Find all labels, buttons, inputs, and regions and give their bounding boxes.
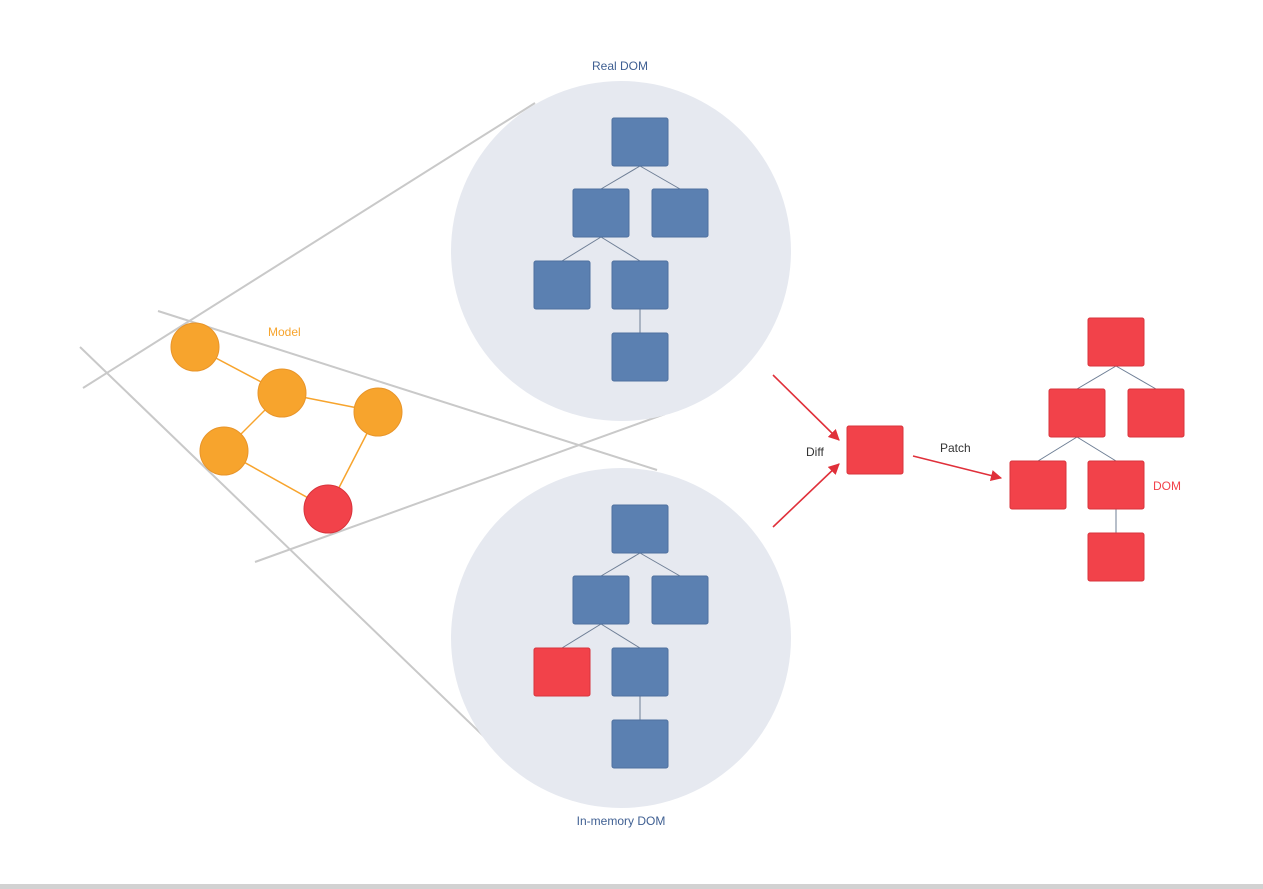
real-dom-edge [639, 165, 681, 190]
model-node [170, 322, 220, 372]
projection-lines [79, 102, 666, 779]
real-dom-edge [561, 236, 602, 262]
in-memory-dom-tree [533, 504, 709, 769]
real-dom-edge [600, 236, 641, 262]
in-memory-dom-circle [451, 468, 791, 808]
model-label: Model [268, 325, 301, 339]
in-memory-dom-label: In-memory DOM [577, 814, 666, 828]
dom-label: DOM [1153, 479, 1181, 493]
in-memory-dom-group: In-memory DOM [451, 468, 791, 828]
in-memory-dom-node [611, 719, 669, 769]
patched-dom-node [1048, 388, 1106, 438]
patched-dom-node [1087, 460, 1145, 510]
diff-arrows [772, 374, 840, 528]
real-dom-edge [600, 165, 641, 190]
diff-label: Diff [806, 445, 824, 459]
model-graph: Model [170, 322, 403, 534]
patched-dom-edge [1115, 365, 1157, 390]
in-memory-dom-edge [600, 552, 641, 577]
in-memory-dom-node [651, 575, 709, 625]
in-memory-dom-edge [561, 623, 602, 649]
projection-line [82, 102, 536, 389]
projection-line [79, 346, 528, 779]
model-node [353, 387, 403, 437]
model-node [303, 484, 353, 534]
in-memory-dom-edge [639, 552, 681, 577]
model-node [199, 426, 249, 476]
patched-dom-edge [1037, 436, 1078, 462]
patched-dom-node [1087, 532, 1145, 582]
real-dom-group: Real DOM [451, 59, 791, 421]
patched-dom-node [1127, 388, 1185, 438]
patched-dom-edge [1076, 365, 1117, 390]
real-dom-node [611, 332, 669, 382]
real-dom-node [611, 117, 669, 167]
real-dom-node [651, 188, 709, 238]
projection-line [254, 413, 666, 563]
real-dom-node [572, 188, 630, 238]
in-memory-dom-node [611, 504, 669, 554]
patched-dom-node [1087, 317, 1145, 367]
real-dom-node [611, 260, 669, 310]
real-dom-tree [533, 117, 709, 382]
patched-dom-edge [1076, 436, 1117, 462]
diff-result-node [846, 425, 904, 475]
in-memory-dom-node [533, 647, 591, 697]
real-dom-node [533, 260, 591, 310]
in-memory-dom-edge [600, 623, 641, 649]
in-memory-dom-node [572, 575, 630, 625]
patched-dom-tree [1009, 317, 1185, 582]
bottom-bar [0, 884, 1263, 889]
real-dom-circle [451, 81, 791, 421]
patch-label: Patch [940, 441, 971, 455]
in-memory-dom-node [611, 647, 669, 697]
projection-line [157, 310, 658, 471]
patched-dom-node [1009, 460, 1067, 510]
real-dom-label: Real DOM [592, 59, 648, 73]
model-node [257, 368, 307, 418]
diff-arrow-top [772, 374, 840, 441]
diff-arrow-bottom [772, 463, 840, 528]
patch-arrow [912, 455, 1003, 481]
